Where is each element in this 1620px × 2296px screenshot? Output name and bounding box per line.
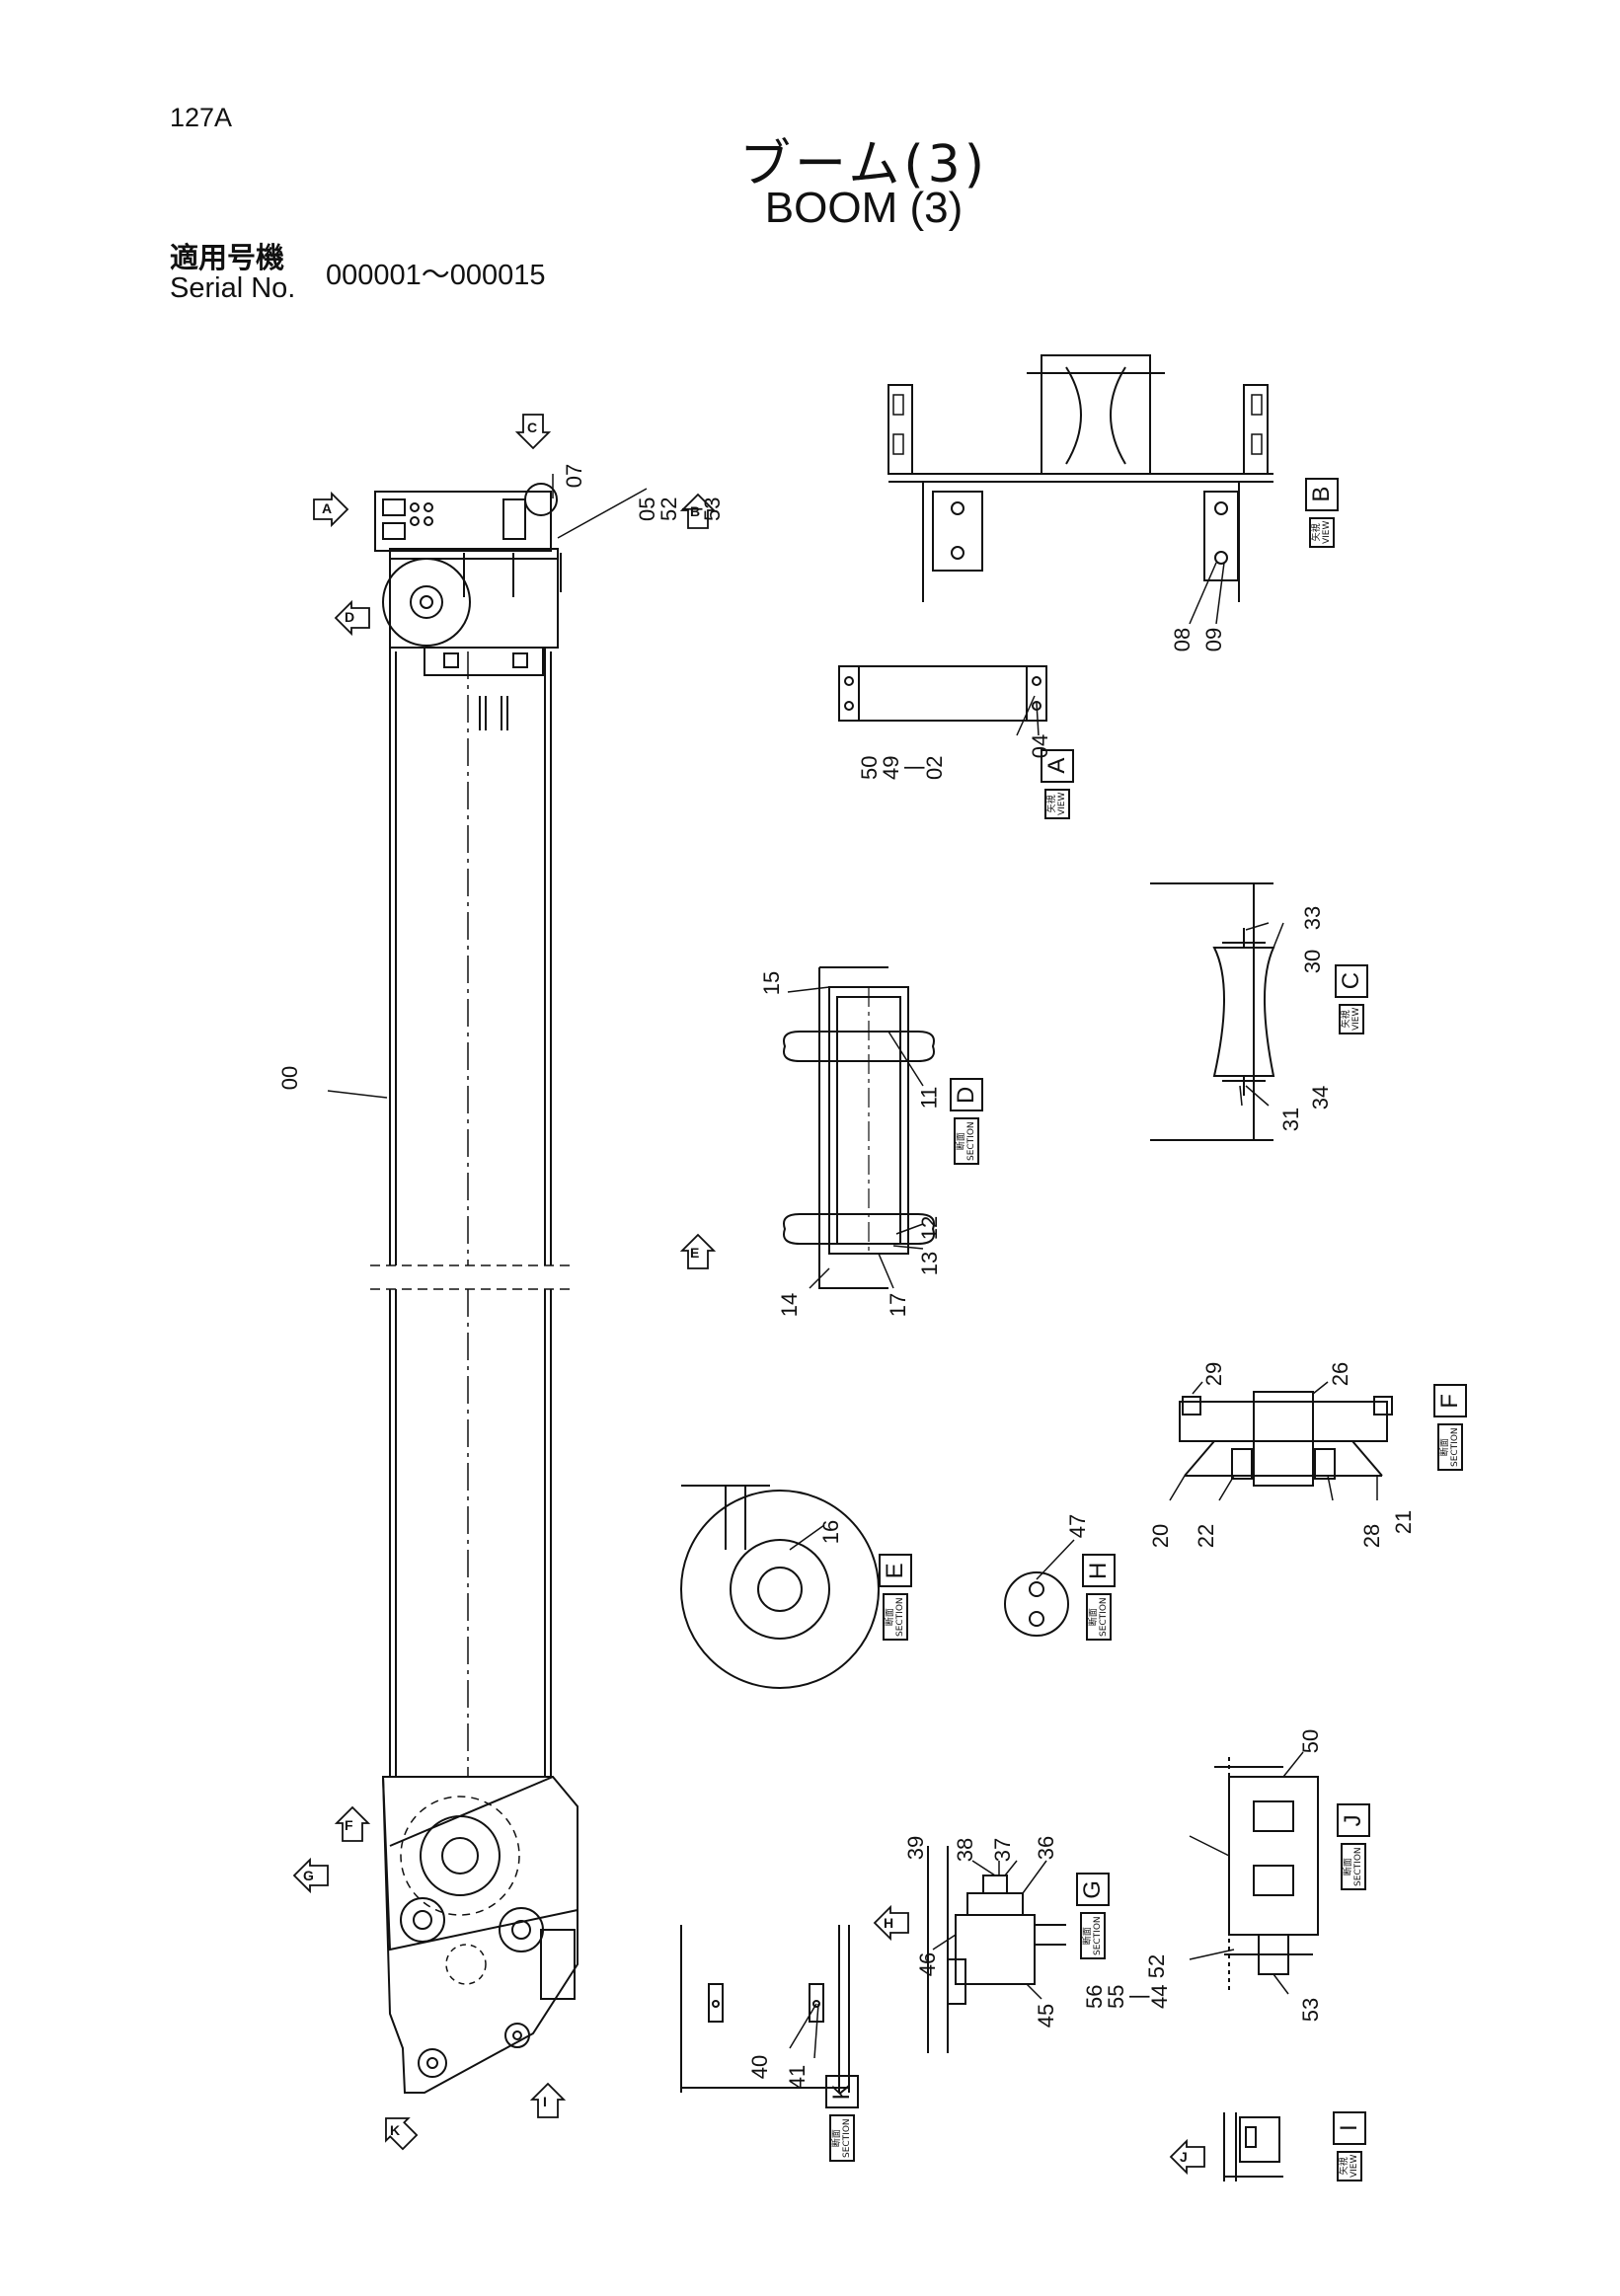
boom-head-bracket: [374, 491, 552, 552]
view-a-drawing: [838, 665, 1047, 736]
callout-50-49-02: 50 49 | 02: [857, 755, 947, 780]
callout-13: 13: [917, 1251, 943, 1276]
callout-09: 09: [1201, 627, 1227, 652]
arrow-marker-a: A: [322, 500, 333, 516]
arrow-marker-h: H: [884, 1915, 894, 1931]
callout-38: 38: [953, 1837, 978, 1863]
callout-11: 11: [916, 1086, 942, 1110]
callout-42: 47: [1065, 1513, 1091, 1539]
view-b-drawing: [887, 354, 1273, 625]
callout-46: 52: [1144, 1953, 1170, 1979]
callout-15: 16: [818, 1519, 844, 1545]
callout-08: 08: [1170, 627, 1196, 652]
callout-28: 30: [1300, 949, 1326, 974]
section-h-letter: H: [1082, 1554, 1116, 1588]
callout-00: 00: [277, 1065, 303, 1091]
callout-21: 21: [1391, 1509, 1417, 1535]
arrow-marker-c: C: [527, 420, 538, 435]
arrow-shapes: [292, 414, 1205, 2176]
serial-range: 000001～000015: [326, 260, 546, 291]
title-english: BOOM (3): [764, 184, 964, 232]
callout-33: 40: [747, 2054, 773, 2080]
view-b-letter: B: [1305, 477, 1339, 511]
leader-lines: [552, 474, 1378, 2059]
section-g-drawing: [927, 1846, 1066, 2053]
view-c-letter: C: [1335, 963, 1368, 998]
view-c-drawing: [1150, 882, 1275, 1141]
callout-36: 36: [1034, 1835, 1059, 1861]
page-number: 127A: [170, 103, 233, 132]
callout-37: 37: [990, 1837, 1016, 1863]
head-sheave: [382, 558, 471, 647]
arrow-marker-g: G: [303, 1868, 314, 1883]
callout-24: 26: [1328, 1361, 1353, 1387]
main-boom: [370, 483, 579, 2094]
title-japanese: ブーム(3): [738, 135, 989, 194]
section-f-letter: F: [1433, 1384, 1467, 1418]
callout-26: 29: [1201, 1361, 1227, 1387]
arrow-marker-d: D: [345, 609, 355, 625]
callout-20: 20: [1148, 1523, 1174, 1549]
callout-45: 50: [1298, 1728, 1324, 1754]
serial-label-english: Serial No.: [170, 272, 296, 304]
view-a-letter: A: [1041, 748, 1074, 783]
callout-22: 22: [1194, 1523, 1219, 1549]
view-i-letter: I: [1333, 2110, 1366, 2145]
callout-14: 14: [777, 1292, 803, 1318]
boom-head-box: [389, 548, 559, 649]
callout-25: 28: [1359, 1523, 1385, 1549]
callout-17: 17: [886, 1292, 911, 1318]
arrow-marker-k: K: [390, 2122, 401, 2138]
section-e-letter: E: [879, 1554, 912, 1588]
callout-39: 39: [903, 1835, 929, 1861]
section-f-drawing: [1179, 1391, 1393, 1487]
serial-label-japanese: 適用号機: [170, 241, 285, 274]
section-j-drawing: [1214, 1757, 1319, 1994]
arrow-marker-b: B: [690, 503, 701, 519]
callout-56-55-44: 56 55 | 44: [1082, 1984, 1172, 2009]
callout-16: 15: [759, 970, 785, 996]
callout-34: 41: [785, 2064, 810, 2090]
callout-41: 46: [915, 1952, 941, 1977]
section-g-letter: G: [1076, 1873, 1110, 1907]
callout-12: 12: [917, 1215, 943, 1241]
callout-40: 45: [1034, 2003, 1059, 2028]
arrow-marker-f: F: [345, 1817, 353, 1833]
callout-47: 53: [1298, 1997, 1324, 2023]
arrow-marker-j: J: [1180, 2149, 1188, 2165]
callout-31: 34: [1308, 1085, 1334, 1110]
callout-30: 33: [1300, 905, 1326, 931]
view-i-drawing: [1223, 2112, 1283, 2181]
section-d-letter: D: [950, 1078, 983, 1112]
section-e-drawing: [680, 1485, 880, 1689]
section-d-drawing: [783, 966, 935, 1289]
callout-05-52-53: 05 52 | 53: [635, 497, 725, 521]
arrow-marker-i: I: [543, 2094, 547, 2109]
callout-07: 07: [562, 463, 587, 489]
callout-29: 31: [1278, 1107, 1304, 1132]
section-h-drawing: [1004, 1571, 1069, 1637]
section-k-drawing: [680, 1925, 850, 2093]
section-j-letter: J: [1337, 1803, 1370, 1838]
section-k-letter: K: [825, 2075, 859, 2109]
arrow-marker-e: E: [690, 1245, 700, 1261]
